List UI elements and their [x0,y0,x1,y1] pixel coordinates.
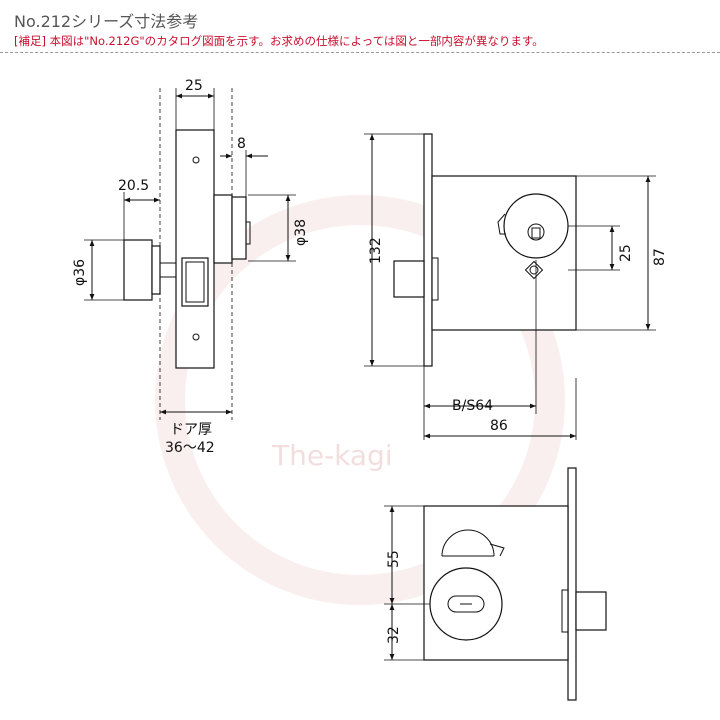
back-view: 55 32 [384,467,607,701]
dim-20-5: 20.5 [118,178,149,194]
faceplate [175,129,215,369]
dim-phi36: φ36 [72,259,88,286]
dim-phi38: φ38 [293,219,309,246]
dim-132: 132 [368,237,384,264]
dim-25-front: 25 [618,244,634,262]
dim-55: 55 [386,550,402,568]
dim-25: 25 [185,78,203,94]
front-view: 132 25 87 B/S64 86 [364,133,668,440]
door-thickness-label: ドア厚 [170,422,212,438]
dim-32: 32 [386,626,402,644]
watermark: The-kagi [155,195,565,605]
dim-86: 86 [490,418,508,434]
dim-backset: B/S64 [452,398,493,414]
header-divider [0,52,720,53]
dim-8: 8 [237,136,246,152]
header: No.212シリーズ寸法参考 [補足] 本図は"No.212G"のカタログ図面を… [0,0,720,54]
dim-87: 87 [652,248,668,266]
watermark-text: The-kagi [271,439,393,472]
page-title: No.212シリーズ寸法参考 [14,12,199,31]
door-thickness-range: 36～42 [165,440,215,456]
side-view: 25 8 20.5 φ38 φ36 ドア厚 36～42 [72,78,309,456]
supplement-note: [補足] 本図は"No.212G"のカタログ図面を示す。お求めの仕様によっては図… [14,34,544,48]
